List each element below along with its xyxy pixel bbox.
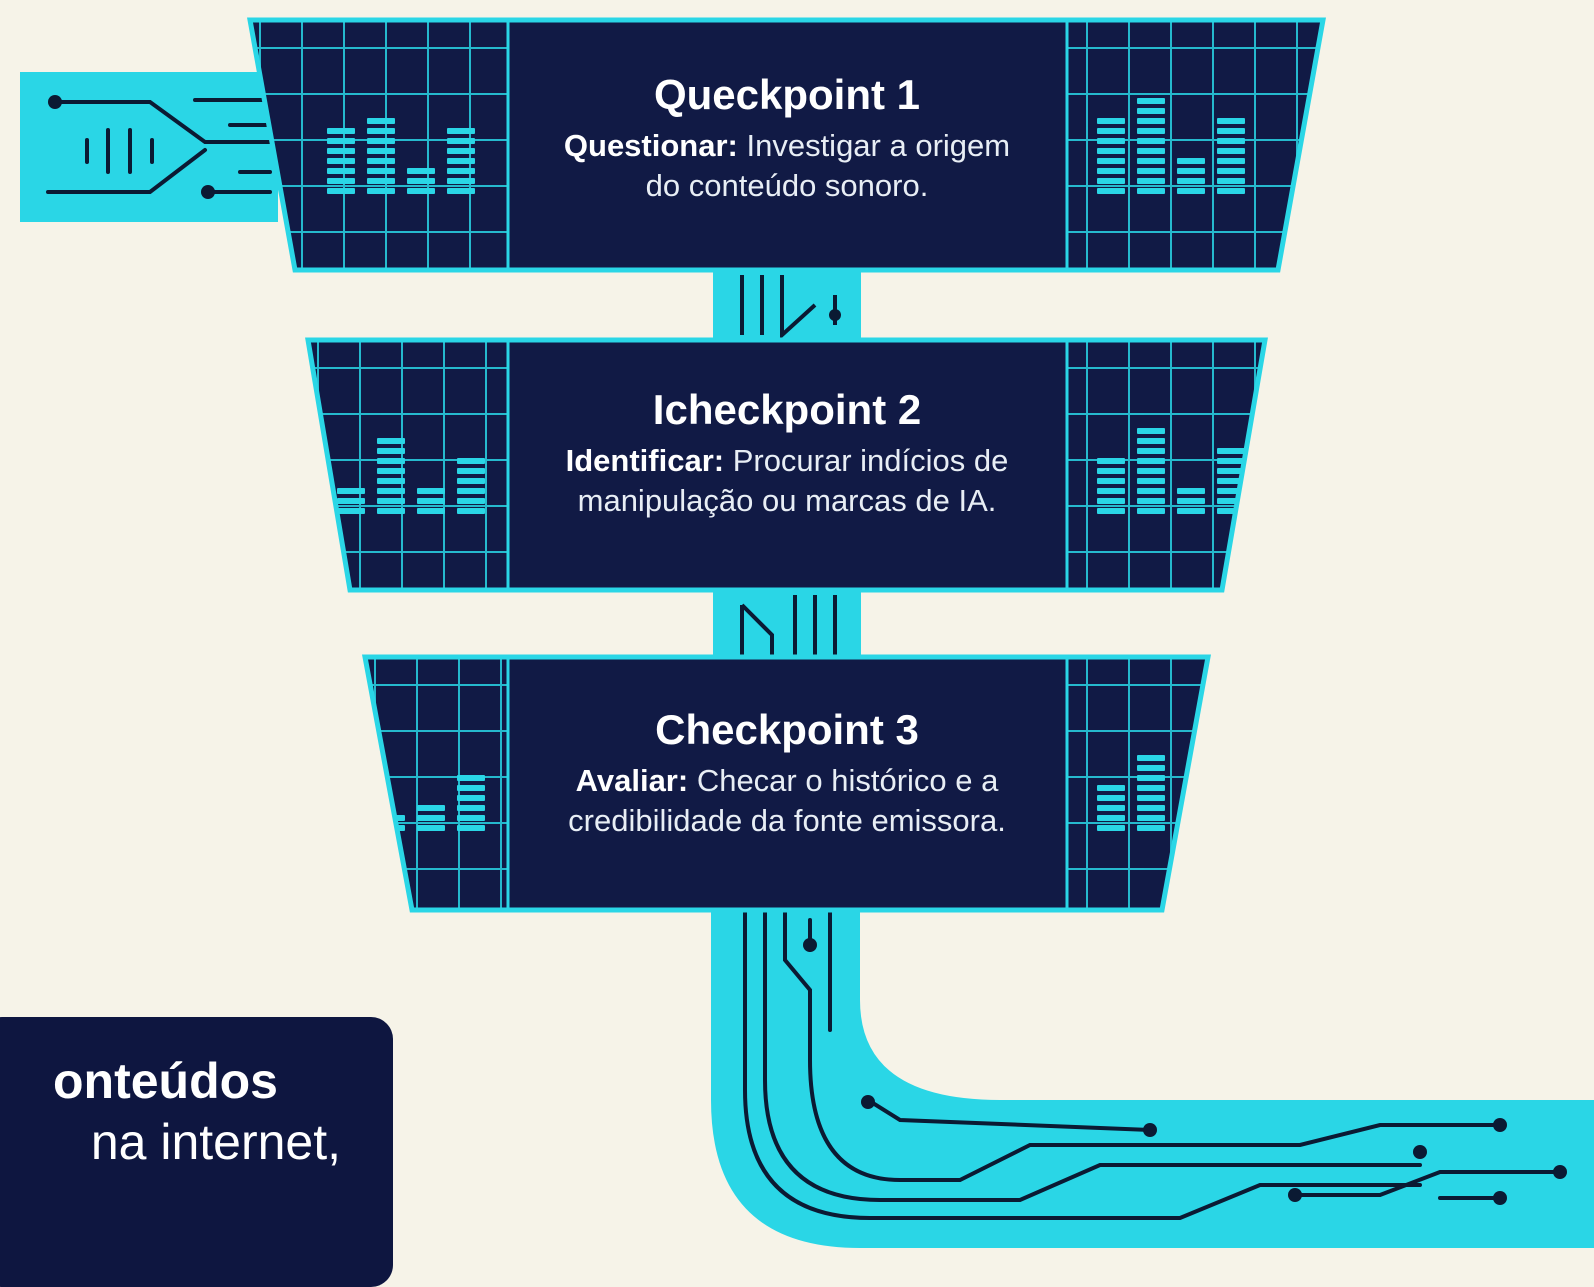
checkpoint-card-1 xyxy=(247,17,1326,273)
checkpoint-description: Questionar: Investigar a origem do conte… xyxy=(507,126,1067,206)
equalizer-icon xyxy=(1097,98,1245,194)
equalizer-icon xyxy=(337,438,485,514)
input-connector xyxy=(20,72,278,222)
callout-line-1: onteúdos xyxy=(53,1053,278,1109)
equalizer-icon xyxy=(1097,755,1165,831)
connector-2-3 xyxy=(713,590,861,665)
equalizer-icon xyxy=(1097,428,1245,514)
output-bus xyxy=(711,905,1594,1248)
callout-line-2: na internet, xyxy=(90,1114,341,1170)
checkpoint-description: Avaliar: Checar o histórico e a credibil… xyxy=(507,761,1067,841)
checkpoint-title: Queckpoint 1 xyxy=(653,71,921,118)
checkpoint-action: Questionar: xyxy=(563,128,738,163)
checkpoint-text-1: Queckpoint 1 Questionar: Investigar a or… xyxy=(507,70,1067,206)
equalizer-icon xyxy=(327,118,475,194)
checkpoint-text-2: Icheckpoint 2 Identificar: Procurar indí… xyxy=(507,385,1067,521)
checkpoint-card-3 xyxy=(361,654,1211,913)
checkpoint-action: Avaliar: xyxy=(575,763,689,798)
callout-box: onteúdos na internet, xyxy=(0,1017,393,1287)
checkpoint-title: Icheckpoint 2 xyxy=(652,386,922,433)
checkpoint-action: Identificar: xyxy=(565,443,725,478)
checkpoint-description: Identificar: Procurar indícios de manipu… xyxy=(507,441,1067,521)
grid-panel xyxy=(250,20,508,270)
description-line-1: Investigar a origem xyxy=(737,128,1011,163)
checkpoint-text-3: Checkpoint 3 Avaliar: Checar o histórico… xyxy=(507,705,1067,841)
description-line-2: do conteúdo sonoro. xyxy=(645,168,929,203)
connector-1-2 xyxy=(713,268,861,348)
checkpoint-title: Checkpoint 3 xyxy=(655,706,919,753)
description-line-2: credibilidade da fonte emissora. xyxy=(568,803,1006,838)
description-line-1: Procurar indícios de xyxy=(724,443,1009,478)
description-line-1: Checar o histórico e a xyxy=(688,763,999,798)
grid-panel xyxy=(1067,340,1265,590)
description-line-2: manipulação ou marcas de IA. xyxy=(577,483,997,518)
